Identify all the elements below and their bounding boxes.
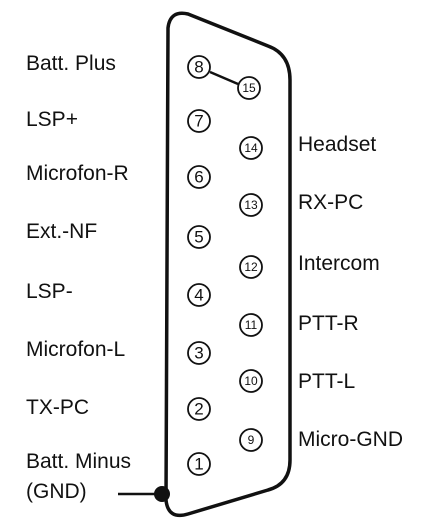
pin-number: 13 [244,198,258,212]
pin-number: 3 [194,344,203,363]
pin-7: 7 [187,109,211,133]
pin-3: 3 [187,341,211,365]
label-batt-minus: Batt. Minus [26,450,131,473]
pin-15: 15 [237,76,261,100]
pin-12: 12 [239,255,263,279]
pin-10: 10 [239,369,263,393]
pin-number: 7 [194,112,203,131]
pin-9: 9 [239,428,263,452]
label-ptt-l: PTT-L [298,370,355,393]
pin-14: 14 [239,136,263,160]
label-gnd: (GND) [26,480,87,503]
label-ptt-r: PTT-R [298,312,359,335]
pin-number: 1 [194,455,203,474]
pin-number: 14 [244,141,258,155]
top-row-pins: 8 7 6 5 4 3 2 1 [187,55,211,476]
pin-4: 4 [187,283,211,307]
label-batt-plus: Batt. Plus [26,52,116,75]
pin-8: 8 [187,55,211,79]
pin-number: 6 [194,168,203,187]
pin-13: 13 [239,193,263,217]
right-labels: Headset RX-PC Intercom PTT-R PTT-L Micro… [298,133,403,451]
label-ext-nf: Ext.-NF [26,220,97,243]
label-headset: Headset [298,133,376,156]
pin-number: 4 [194,286,203,305]
pin-6: 6 [187,165,211,189]
pin-number: 12 [244,260,258,274]
jumper-8-15 [209,70,239,86]
pin-number: 10 [244,374,258,388]
label-intercom: Intercom [298,252,380,275]
label-tx-pc: TX-PC [26,396,89,419]
label-lsp-plus: LSP+ [26,108,78,131]
connector-shell [164,11,292,518]
left-labels: Batt. Plus LSP+ Microfon-R Ext.-NF LSP- … [26,52,131,503]
label-rx-pc: RX-PC [298,191,363,214]
pin-number: 9 [248,433,255,447]
pin-number: 15 [242,81,256,95]
gnd-dot [154,486,170,502]
label-microfon-l: Microfon-L [26,338,125,361]
pin-5: 5 [187,225,211,249]
pin-11: 11 [239,313,263,337]
pin-number: 11 [245,318,258,332]
pin-1: 1 [187,452,211,476]
pin-number: 5 [194,228,203,247]
pin-number: 2 [194,400,203,419]
label-micro-gnd: Micro-GND [298,428,403,451]
pin-2: 2 [187,397,211,421]
pin-number: 8 [194,58,203,77]
label-lsp-minus: LSP- [26,280,73,303]
label-microfon-r: Microfon-R [26,162,129,185]
bottom-row-pins: 15 14 13 12 11 10 9 [237,76,263,452]
